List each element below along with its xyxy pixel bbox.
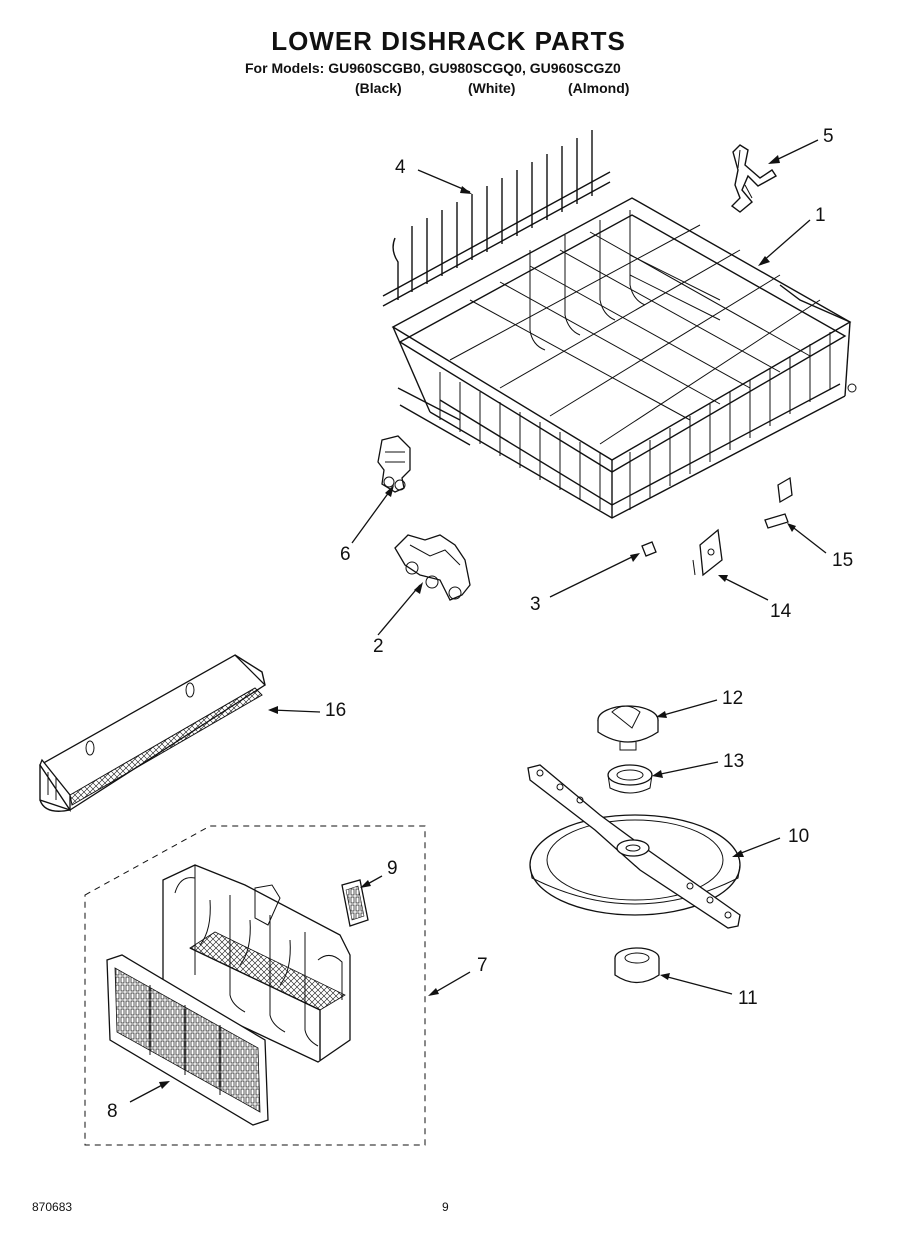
callout-2: 2 [373, 636, 384, 657]
spray-arm-part [527, 764, 741, 929]
silverware-basket-part [162, 864, 351, 1063]
page-title: LOWER DISHRACK PARTS [271, 26, 626, 56]
callout-10: 10 [788, 826, 810, 847]
bracket-14-part [692, 528, 723, 577]
leader-lines [129, 139, 827, 1103]
basket-group-boundary [84, 825, 426, 1146]
ring-seal-part [607, 764, 653, 794]
callout-4: 4 [395, 157, 406, 178]
callout-14: 14 [770, 601, 792, 622]
wheel-carrier-part [394, 534, 471, 601]
knob-part [641, 541, 657, 557]
callout-13: 13 [723, 751, 745, 772]
page-number: 9 [442, 1200, 449, 1214]
callout-9: 9 [387, 858, 398, 879]
clip-15-part [764, 476, 793, 529]
lower-rack-part [391, 197, 857, 519]
callout-11: 11 [738, 988, 758, 1009]
callout-3: 3 [530, 594, 541, 615]
cutlery-tray-part [39, 654, 267, 813]
models-line: For Models: GU960SCGB0, GU980SCGQ0, GU96… [245, 60, 621, 76]
color-black: (Black) [355, 80, 402, 96]
callout-6: 6 [340, 544, 351, 565]
roller-bracket-part [377, 435, 411, 493]
callout-8: 8 [107, 1101, 118, 1122]
callout-5: 5 [823, 126, 834, 147]
doc-number: 870683 [32, 1200, 73, 1214]
tine-row-part [382, 130, 611, 307]
callout-12: 12 [722, 688, 744, 709]
spray-cap-part [597, 705, 659, 751]
callout-16: 16 [325, 700, 347, 721]
hub-part [614, 947, 660, 984]
callout-1: 1 [815, 205, 826, 226]
callout-7: 7 [477, 955, 488, 976]
color-white: (White) [468, 80, 516, 96]
small-cover-part [341, 879, 369, 927]
color-almond: (Almond) [568, 80, 630, 96]
hinge-clip-part [730, 144, 778, 213]
basket-lid-part [106, 954, 269, 1126]
callout-15: 15 [832, 550, 854, 571]
